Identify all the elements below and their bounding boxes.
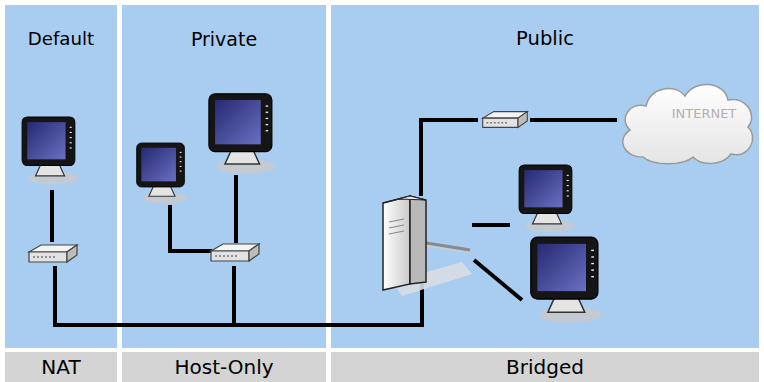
panel-heading: Private bbox=[122, 27, 326, 51]
switch-icon bbox=[211, 244, 259, 261]
internet-cloud: INTERNET bbox=[613, 75, 759, 167]
computer-icon bbox=[519, 165, 575, 232]
mode-label: Bridged bbox=[506, 355, 584, 379]
cloud-label: INTERNET bbox=[672, 106, 737, 122]
cable bbox=[421, 120, 478, 196]
cable bbox=[50, 190, 54, 242]
cable bbox=[234, 175, 238, 243]
computer-icon bbox=[22, 117, 78, 184]
cable bbox=[474, 260, 522, 300]
cable bbox=[55, 266, 422, 325]
network-panel: PublicINTERNET bbox=[331, 5, 759, 348]
network-panel: Private bbox=[122, 5, 326, 348]
cable bbox=[232, 266, 236, 325]
panel-heading: Default bbox=[5, 27, 117, 51]
cable bbox=[530, 118, 617, 122]
cable bbox=[170, 205, 212, 251]
cloud-shape bbox=[623, 84, 753, 163]
router-icon bbox=[483, 112, 528, 128]
mode-label: Host-Only bbox=[174, 355, 273, 379]
computer-icon bbox=[209, 94, 276, 174]
switch-icon bbox=[29, 245, 77, 262]
network-panel: Default bbox=[5, 5, 117, 348]
mode-label: NAT bbox=[41, 355, 80, 379]
mode-bar: Host-Only bbox=[122, 352, 326, 382]
mode-bar: NAT bbox=[5, 352, 117, 382]
computer-icon bbox=[137, 143, 187, 204]
computer-icon bbox=[531, 237, 602, 322]
network-cables bbox=[52, 120, 617, 325]
server-icon bbox=[383, 196, 472, 296]
cable bbox=[472, 223, 510, 227]
mode-bar: Bridged bbox=[331, 352, 759, 382]
panel-heading: Public bbox=[331, 27, 759, 51]
